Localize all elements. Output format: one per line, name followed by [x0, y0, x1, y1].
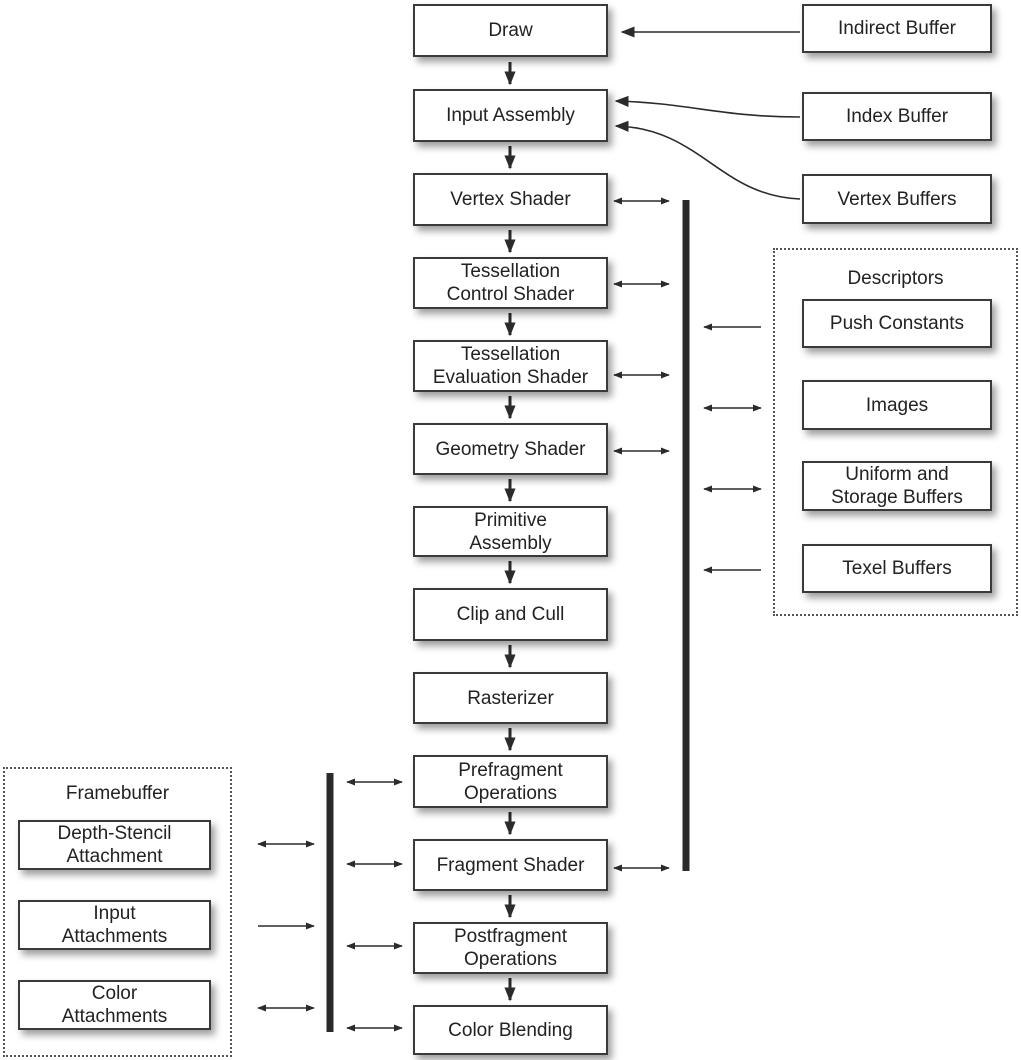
shader-bus-arrows — [613, 197, 670, 872]
fragment-shader-stage: Fragment Shader — [413, 839, 608, 891]
primitive-assembly-stage: Primitive Assembly — [413, 506, 608, 557]
framebuffer-title: Framebuffer — [65, 783, 170, 804]
descriptors-group: Descriptors — [773, 248, 1018, 616]
postfragment-operations-stage: Postfragment Operations — [413, 922, 608, 974]
color-blending-stage: Color Blending — [413, 1005, 608, 1055]
vertex-buffers-box: Vertex Buffers — [802, 174, 992, 224]
input-assembly-stage: Input Assembly — [413, 89, 608, 142]
geometry-shader-stage: Geometry Shader — [413, 423, 608, 475]
draw-stage: Draw — [413, 4, 608, 57]
input-attachments-box: Input Attachments — [18, 900, 211, 950]
push-constants-box: Push Constants — [802, 299, 992, 348]
prefragment-operations-stage: Prefragment Operations — [413, 755, 608, 808]
tessellation-control-shader-stage: Tessellation Control Shader — [413, 257, 608, 309]
depth-stencil-attachment-box: Depth-Stencil Attachment — [18, 820, 211, 870]
clip-and-cull-stage: Clip and Cull — [413, 588, 608, 641]
index-buffer-box: Index Buffer — [802, 92, 992, 141]
buffer-connectors — [614, 26, 801, 200]
framebuffer-group: Framebuffer — [3, 767, 232, 1057]
descriptor-arrows — [703, 323, 762, 574]
vertex-shader-stage: Vertex Shader — [413, 173, 608, 226]
index-buffer-arrow — [614, 95, 801, 118]
texel-buffers-box: Texel Buffers — [802, 544, 992, 593]
indirect-buffer-box: Indirect Buffer — [802, 4, 992, 53]
uniform-storage-buffers-box: Uniform and Storage Buffers — [802, 461, 992, 511]
framebuffer-bus-arrows — [257, 778, 403, 1032]
rasterizer-stage: Rasterizer — [413, 672, 608, 724]
vertex-buffers-arrow — [614, 120, 801, 200]
descriptors-title: Descriptors — [847, 268, 944, 289]
images-box: Images — [802, 380, 992, 430]
color-attachments-box: Color Attachments — [18, 980, 211, 1030]
tessellation-evaluation-shader-stage: Tessellation Evaluation Shader — [413, 340, 608, 392]
